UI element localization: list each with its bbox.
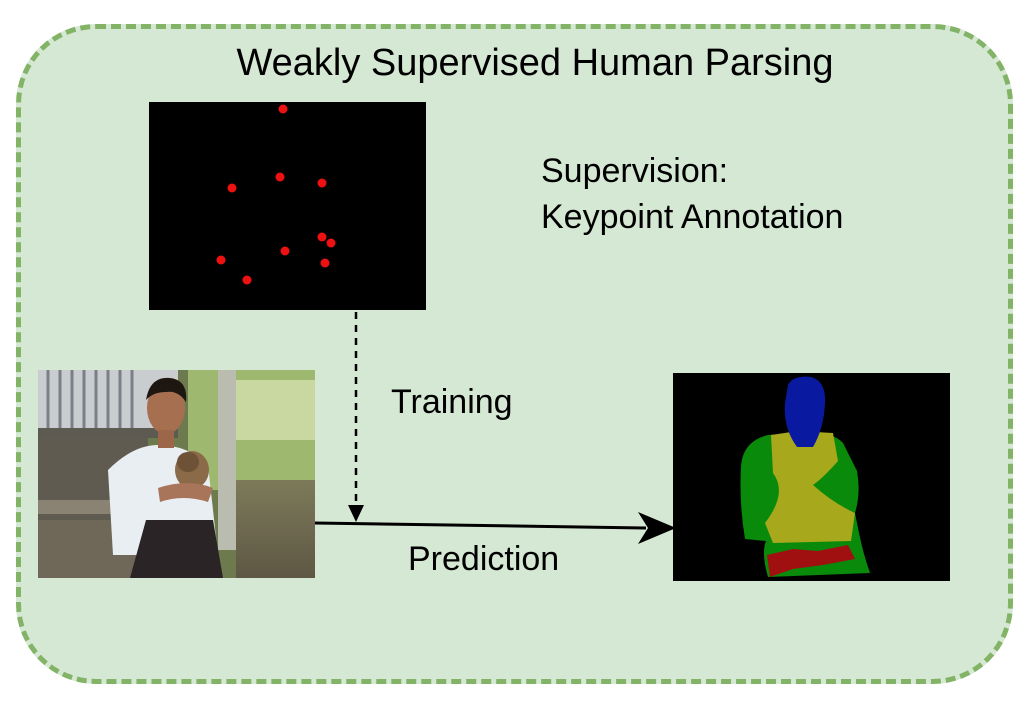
- keypoint-annotation-map: [149, 102, 426, 310]
- keypoint-right-hip: [242, 275, 252, 285]
- training-arrowhead: [348, 505, 364, 522]
- supervision-type: Keypoint Annotation: [541, 198, 844, 236]
- training-label: Training: [391, 383, 513, 421]
- supervision-label: Supervision:: [541, 152, 729, 190]
- diagram-title: Weakly Supervised Human Parsing: [236, 42, 834, 84]
- keypoint-dots: [216, 104, 336, 285]
- keypoint-head: [278, 104, 288, 114]
- keypoint-left-wrist: [326, 238, 336, 248]
- input-photo: [38, 370, 315, 578]
- upper-clothes-region: [765, 431, 855, 543]
- photo-illustration: [38, 370, 315, 578]
- keypoint-right-elbow: [216, 255, 226, 265]
- keypoint-left-shoulder: [317, 178, 327, 188]
- keypoint-pelvis: [280, 246, 290, 256]
- pants-region: [767, 545, 855, 577]
- prediction-label: Prediction: [408, 540, 560, 578]
- head-region: [784, 376, 826, 447]
- parsing-result-map: [673, 373, 950, 581]
- prediction-arrowhead: [638, 512, 676, 544]
- prediction-arrow: [314, 521, 647, 530]
- supervision-text: Supervision: Keypoint Annotation: [541, 148, 843, 240]
- keypoint-right-shoulder: [227, 183, 237, 193]
- keypoint-neck: [275, 172, 285, 182]
- segmentation-mask: [740, 376, 870, 577]
- keypoint-left-elbow: [317, 232, 327, 242]
- keypoint-left-hip: [320, 258, 330, 268]
